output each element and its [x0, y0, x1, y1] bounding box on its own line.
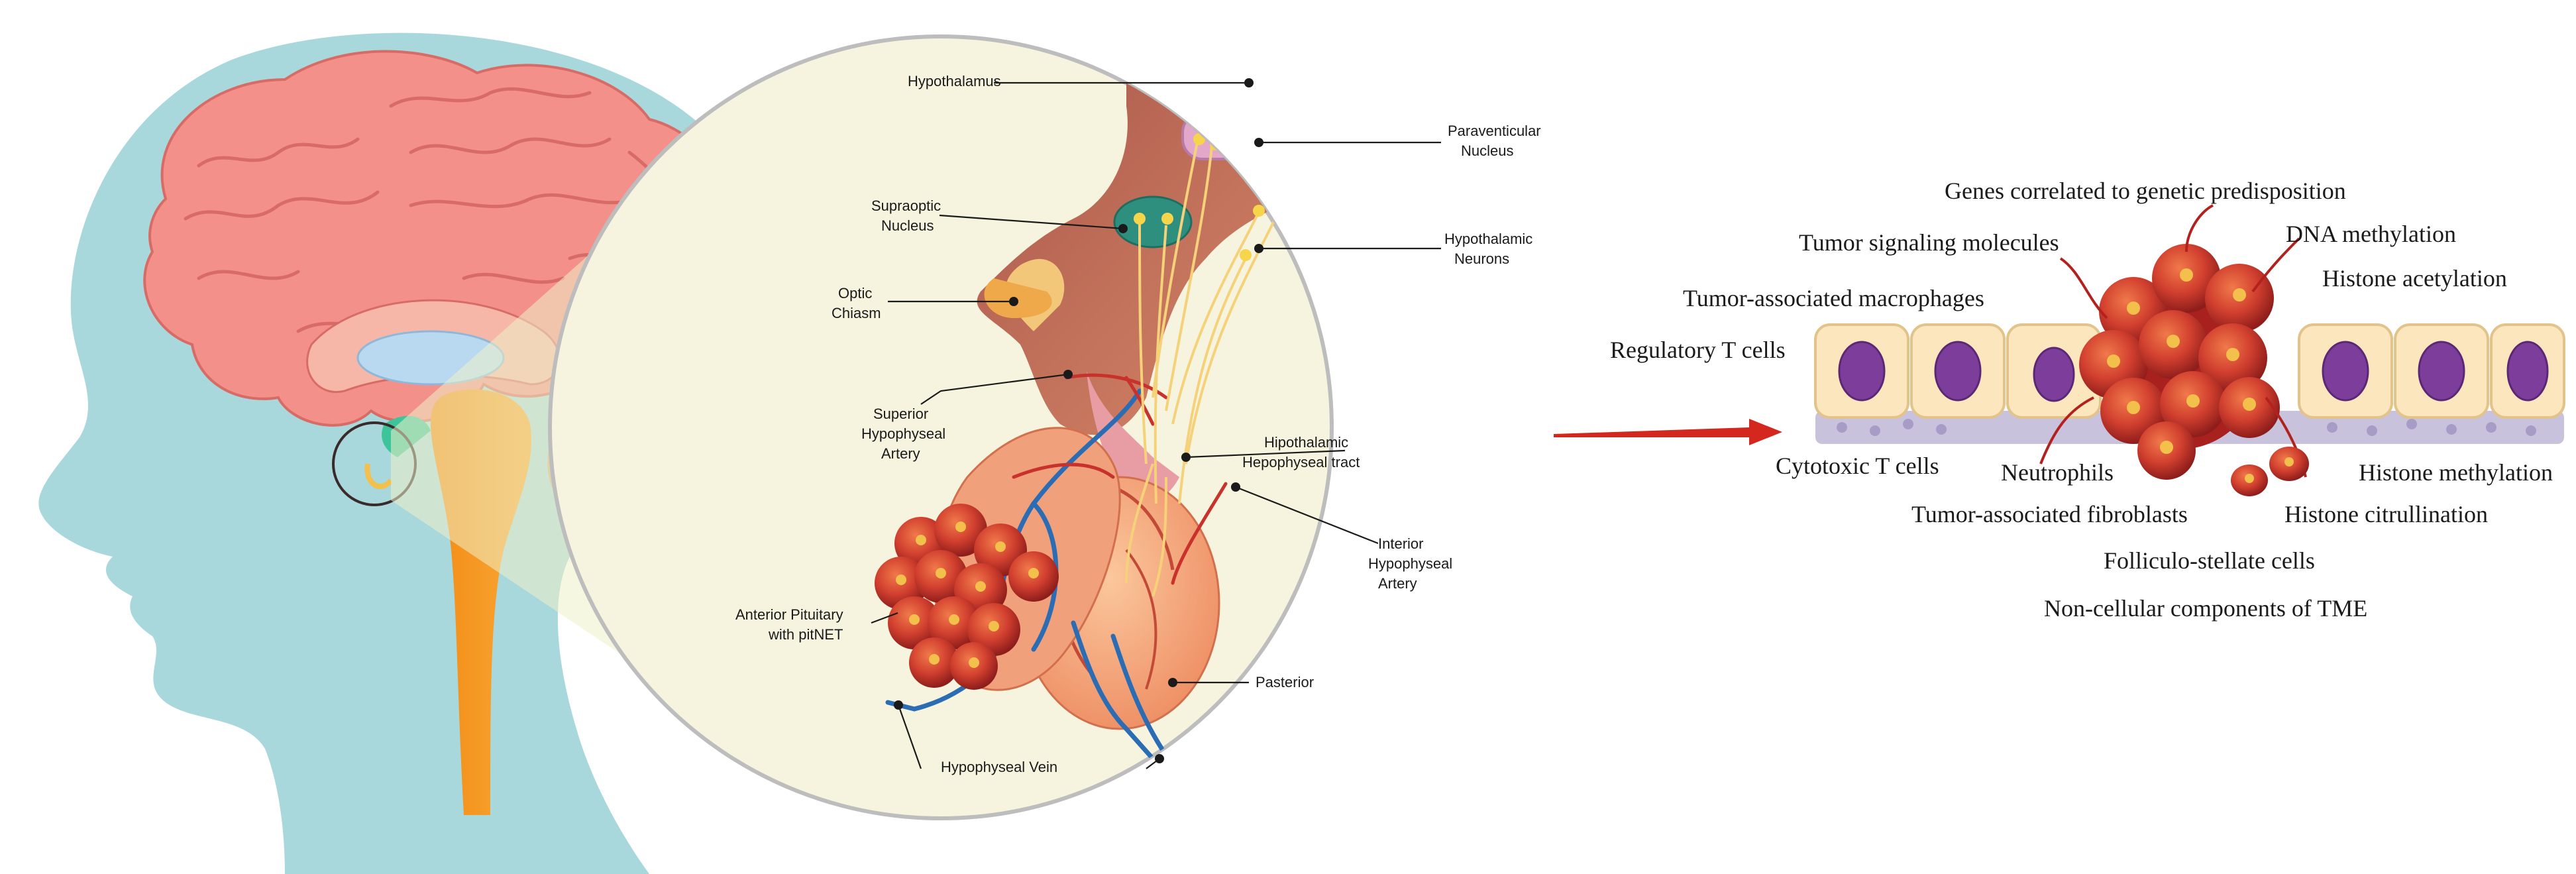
label-tract-2: Hepophyseal tract [1242, 454, 1360, 470]
zoom-labels: Hypothalamus Paraventicular Nucleus Supr… [735, 73, 1541, 775]
label-dna-methylation: DNA methylation [2286, 221, 2456, 247]
label-superior-2: Hypophyseal [861, 425, 945, 442]
label-interior-2: Hypophyseal [1368, 555, 1452, 572]
label-treg: Regulatory T cells [1610, 337, 1786, 363]
label-optic-2: Chiasm [832, 305, 881, 321]
label-noncellular: Non-cellular components of TME [2044, 595, 2367, 622]
label-tract-1: Hipothalamic [1264, 434, 1348, 451]
label-supraoptic-2: Nucleus [881, 217, 934, 234]
label-paraventricular-2: Nucleus [1461, 142, 1513, 159]
label-anterior-2: with pitNET [768, 626, 843, 643]
label-posterior: Pasterior [1256, 674, 1314, 690]
label-supraoptic-1: Supraoptic [871, 197, 941, 214]
label-tam: Tumor-associated macrophages [1683, 285, 1984, 311]
label-histone-citrullination: Histone citrullination [2284, 501, 2488, 527]
label-hypothalamus: Hypothalamus [908, 73, 1001, 89]
label-folliculo: Folliculo-stellate cells [2104, 547, 2315, 574]
label-histone-methylation: Histone methylation [2359, 459, 2553, 486]
label-tumor-signaling: Tumor signaling molecules [1799, 229, 2059, 256]
label-superior-3: Artery [881, 445, 920, 462]
zoom-circle [548, 34, 1334, 820]
tumor-cluster-tme [2039, 204, 2307, 480]
tme-labels: Genes correlated to genetic predispositi… [1610, 178, 2553, 622]
label-paraventricular-1: Paraventicular [1448, 123, 1541, 139]
label-optic-1: Optic [838, 285, 872, 301]
label-neutrophils: Neutrophils [2001, 459, 2114, 486]
arrow-to-tme [1554, 419, 1782, 445]
label-superior-1: Superior [873, 406, 928, 422]
tumor-cluster-zoom [875, 504, 1059, 690]
label-vein: Hypophyseal Vein [941, 759, 1057, 775]
label-neurons-2: Neurons [1454, 250, 1509, 267]
label-genes: Genes correlated to genetic predispositi… [1945, 178, 2346, 204]
tme-illustration [1814, 204, 2565, 496]
label-taf: Tumor-associated fibroblasts [1911, 501, 2188, 527]
label-histone-acetylation: Histone acetylation [2322, 265, 2507, 292]
circulating-tumor-cells [2231, 447, 2309, 496]
label-cytotoxic: Cytotoxic T cells [1776, 453, 1939, 479]
label-neurons-1: Hypothalamic [1444, 231, 1532, 247]
label-interior-1: Interior [1378, 535, 1423, 552]
zoom-leaders [871, 78, 1441, 769]
label-interior-3: Artery [1378, 575, 1417, 592]
label-anterior-1: Anterior Pituitary [735, 606, 843, 623]
